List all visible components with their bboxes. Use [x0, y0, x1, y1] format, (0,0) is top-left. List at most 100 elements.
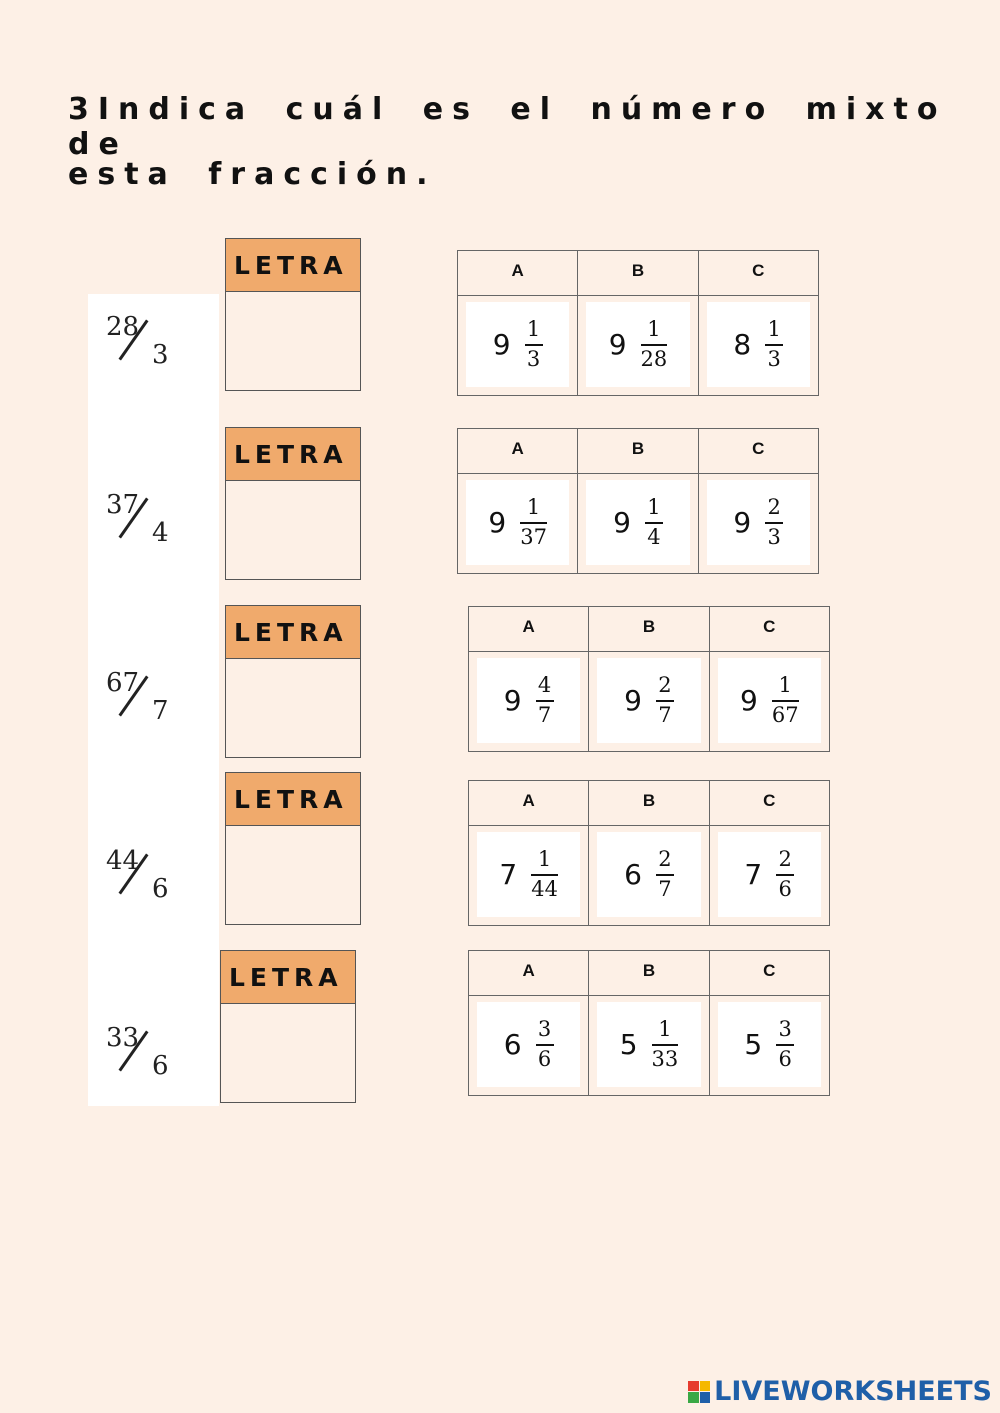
option-header-a: A — [522, 961, 535, 980]
option-header-b: B — [588, 607, 708, 651]
option-header-b: B — [577, 251, 697, 295]
option-header-b: B — [588, 781, 708, 825]
options-table: A B C 9 1 37 9 1 4 9 2 3 — [457, 428, 819, 574]
letra-answer-box[interactable]: LETRA — [220, 950, 356, 1103]
option-header-c: C — [697, 251, 818, 295]
mixed-numerator: 1 — [526, 317, 541, 342]
option-header-a: A — [522, 617, 535, 636]
option-c[interactable]: 7 2 6 — [708, 826, 829, 925]
mixed-numerator: 2 — [658, 847, 672, 872]
option-a[interactable]: 9 1 37 — [458, 474, 577, 573]
mixed-denominator: 7 — [658, 876, 672, 901]
options-table: A B C 9 1 3 9 1 28 8 1 3 — [457, 250, 819, 396]
fraction-denominator: 4 — [152, 518, 169, 548]
mixed-denominator: 4 — [647, 524, 661, 549]
mixed-numerator: 1 — [767, 317, 781, 342]
option-c[interactable]: 9 2 3 — [697, 474, 818, 573]
mixed-denominator: 6 — [537, 1046, 552, 1071]
option-b[interactable]: 5 1 33 — [588, 996, 708, 1095]
mixed-numerator: 3 — [778, 1017, 792, 1042]
option-a[interactable]: 7 1 44 — [469, 826, 588, 925]
mixed-whole: 5 — [744, 1028, 763, 1061]
mixed-denominator: 3 — [767, 346, 781, 371]
mixed-numerator: 1 — [647, 317, 661, 342]
improper-fraction: 37 4 — [106, 490, 206, 560]
mixed-denominator: 28 — [640, 346, 668, 371]
mixed-whole: 9 — [503, 684, 522, 717]
mixed-numerator: 1 — [658, 1017, 672, 1042]
improper-fraction: 33 6 — [106, 1023, 206, 1093]
mixed-denominator: 7 — [537, 702, 552, 727]
fraction-denominator: 6 — [152, 1051, 169, 1081]
mixed-denominator: 7 — [658, 702, 672, 727]
letra-answer-box[interactable]: LETRA — [225, 427, 361, 580]
mixed-denominator: 33 — [651, 1046, 679, 1071]
fraction-denominator: 7 — [152, 696, 169, 726]
mixed-denominator: 6 — [778, 1046, 792, 1071]
mixed-whole: 7 — [499, 858, 518, 891]
mixed-numerator: 2 — [778, 847, 792, 872]
option-header-a: A — [511, 261, 524, 280]
letra-header: LETRA — [221, 951, 355, 1004]
fraction-denominator: 6 — [152, 874, 169, 904]
mixed-whole: 7 — [744, 858, 763, 891]
option-a[interactable]: 9 1 3 — [458, 296, 577, 395]
improper-fraction: 28 3 — [106, 312, 206, 382]
option-b[interactable]: 6 2 7 — [588, 826, 708, 925]
option-header-c: C — [697, 429, 818, 473]
mixed-numerator: 1 — [526, 495, 541, 520]
letra-header: LETRA — [226, 773, 360, 826]
option-header-c: C — [708, 607, 829, 651]
option-a[interactable]: 9 4 7 — [469, 652, 588, 751]
mixed-denominator: 3 — [767, 524, 781, 549]
mixed-numerator: 3 — [537, 1017, 552, 1042]
logo-text: LIVEWORKSHEETS — [714, 1376, 992, 1407]
mixed-whole: 9 — [488, 506, 507, 539]
mixed-numerator: 2 — [767, 495, 781, 520]
improper-fraction: 44 6 — [106, 846, 206, 916]
instruction-title-line-1: 3Indica cuál es el número mixto de — [68, 92, 947, 162]
mixed-numerator: 1 — [537, 847, 552, 872]
instruction-title-line-2: esta fracción. — [68, 157, 437, 192]
mixed-denominator: 44 — [531, 876, 558, 901]
mixed-numerator: 1 — [647, 495, 661, 520]
mixed-denominator: 3 — [526, 346, 541, 371]
improper-fraction: 67 7 — [106, 668, 206, 738]
mixed-whole: 8 — [733, 328, 752, 361]
letra-header: LETRA — [226, 239, 360, 292]
mixed-denominator: 6 — [778, 876, 792, 901]
option-b[interactable]: 9 1 4 — [577, 474, 697, 573]
mixed-numerator: 4 — [537, 673, 552, 698]
letra-answer-box[interactable]: LETRA — [225, 605, 361, 758]
letra-header: LETRA — [226, 428, 360, 481]
liveworksheets-logo-icon — [688, 1380, 711, 1403]
mixed-denominator: 67 — [771, 702, 799, 727]
option-header-b: B — [577, 429, 697, 473]
fractions-column — [88, 294, 219, 1106]
option-c[interactable]: 8 1 3 — [697, 296, 818, 395]
mixed-whole: 5 — [619, 1028, 638, 1061]
fraction-denominator: 3 — [152, 340, 169, 370]
option-header-a: A — [511, 439, 524, 458]
mixed-denominator: 37 — [520, 524, 547, 549]
option-b[interactable]: 9 1 28 — [577, 296, 697, 395]
mixed-whole: 9 — [733, 506, 752, 539]
mixed-whole: 9 — [492, 328, 511, 361]
mixed-whole: 6 — [624, 858, 642, 891]
mixed-numerator: 1 — [778, 673, 792, 698]
mixed-whole: 9 — [624, 684, 642, 717]
mixed-whole: 6 — [503, 1028, 522, 1061]
option-header-b: B — [588, 951, 708, 995]
option-header-c: C — [708, 781, 829, 825]
letra-answer-box[interactable]: LETRA — [225, 772, 361, 925]
mixed-whole: 9 — [608, 328, 627, 361]
mixed-whole: 9 — [613, 506, 631, 539]
letra-answer-box[interactable]: LETRA — [225, 238, 361, 391]
option-header-a: A — [522, 791, 535, 810]
liveworksheets-logo: LIVEWORKSHEETS — [688, 1376, 992, 1407]
option-c[interactable]: 5 3 6 — [708, 996, 829, 1095]
